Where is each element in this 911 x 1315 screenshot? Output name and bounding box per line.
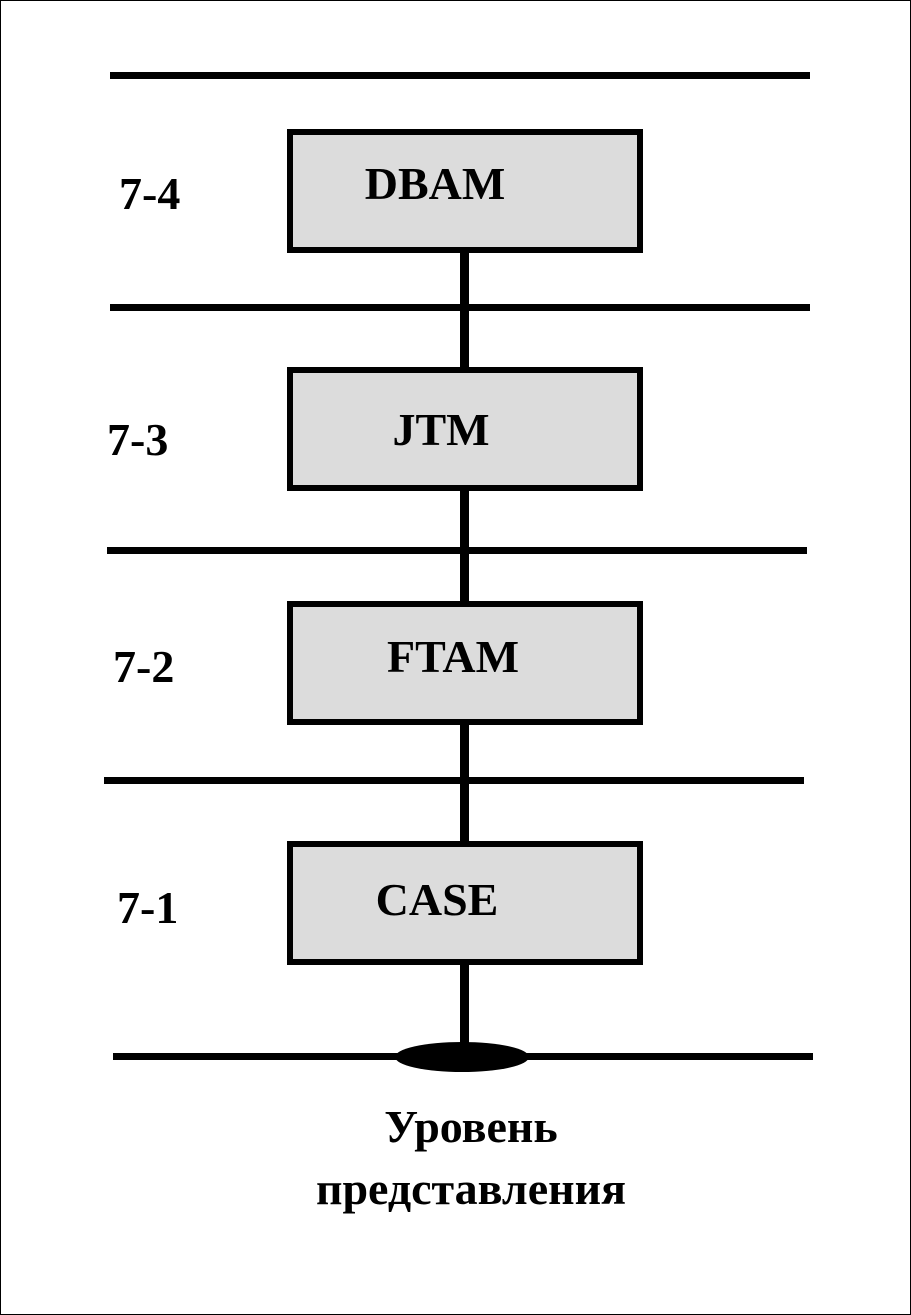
connector-jtm-ftam (460, 485, 469, 605)
protocol-label-jtm: JTM (392, 404, 490, 455)
protocol-label-ftam: FTAM (386, 631, 519, 682)
separator-line-7-3-7-2 (107, 547, 807, 554)
connector-ftam-case (460, 719, 469, 845)
protocol-label-case: CASE (375, 874, 499, 925)
protocol-box-dbam: DBAM (287, 129, 643, 253)
protocol-label-dbam: DBAM (364, 158, 506, 209)
separator-line-top (110, 72, 810, 79)
connector-case-base (460, 961, 469, 1057)
level-label-7-2: 7-2 (113, 641, 175, 692)
protocol-box-ftam: FTAM (287, 601, 643, 725)
connector-dbam-jtm (460, 251, 469, 371)
separator-line-7-2-7-1 (104, 777, 804, 784)
caption-line-1: Уровень (384, 1101, 558, 1152)
connection-point (395, 1042, 529, 1072)
protocol-box-case: CASE (287, 841, 643, 965)
level-label-7-3: 7-3 (107, 414, 169, 465)
level-label-7-4: 7-4 (119, 168, 181, 219)
diagram-caption: Уровень представления (241, 1096, 701, 1220)
protocol-box-jtm: JTM (287, 367, 643, 491)
level-label-7-1: 7-1 (117, 882, 179, 933)
caption-line-2: представления (315, 1163, 627, 1214)
